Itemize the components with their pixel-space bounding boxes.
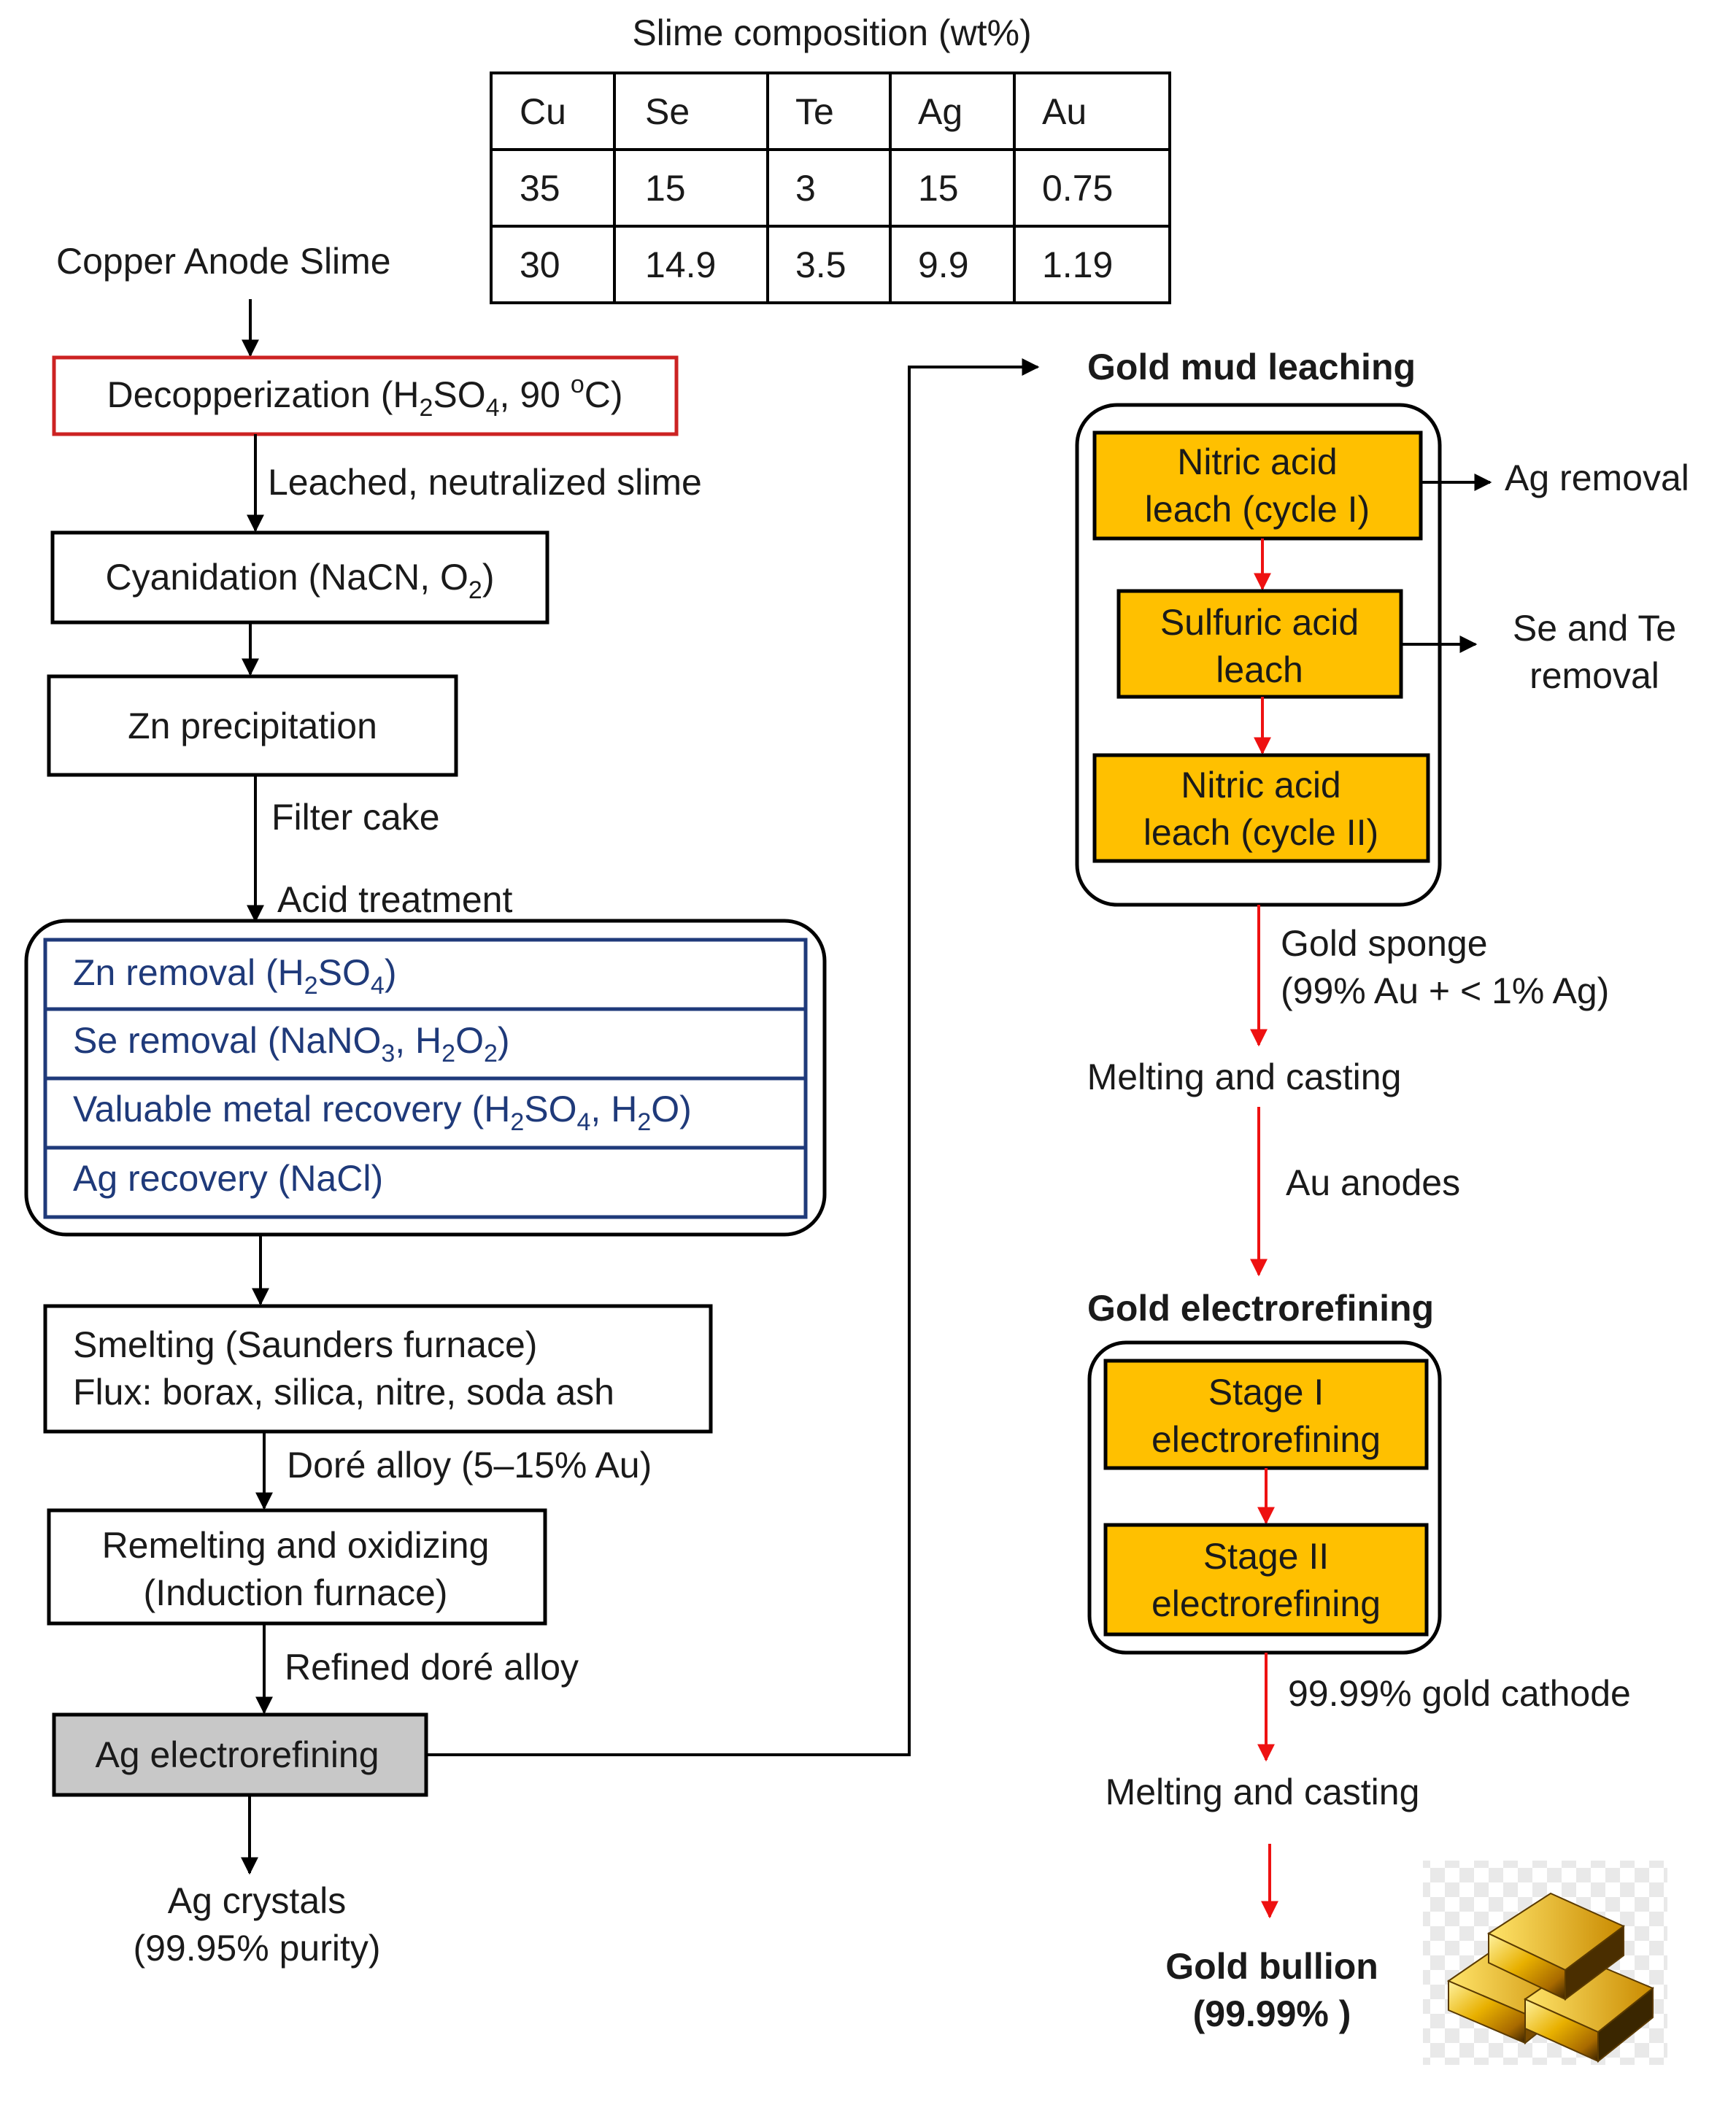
gold-bullion-line2: (99.99% ) [1193,1993,1351,2034]
zn-removal-label: Zn removal (H2SO4) [73,952,396,1000]
cyanidation-label: Cyanidation (NaCN, O2) [106,557,495,604]
decopperization-box [52,355,679,436]
cyanidation-box [50,530,549,625]
nitric-acid-cycle2-line2: leach (cycle II) [1143,812,1378,853]
gold-sponge-line2: (99% Au + < 1% Ag) [1281,970,1609,1011]
composition-table: Slime composition (wt%) Cu Se Te Ag Au 3… [490,12,1171,304]
table-header-te: Te [795,91,834,132]
table-cell: 9.9 [918,244,969,285]
sulfuric-acid-line1: Sulfuric acid [1160,602,1359,643]
edge-label-acid-treatment: Acid treatment [277,879,512,920]
stage2-box [1103,1523,1429,1637]
table-cell: 0.75 [1042,168,1113,209]
smelting-box [43,1304,713,1434]
remelting-label-line1: Remelting and oxidizing [102,1525,490,1566]
nitric-acid-cycle1-line1: Nitric acid [1177,441,1337,482]
table-header-cu: Cu [520,91,566,132]
table-header-se: Se [645,91,690,132]
gold-bars-image [1423,1861,1667,2065]
smelting-label-line2: Flux: borax, silica, nitre, soda ash [73,1372,614,1413]
decopperization-label: Decopperization (H2SO4, 90 oC) [107,371,622,422]
table-header-au: Au [1042,91,1087,132]
stage1-box [1103,1359,1429,1470]
smelting-label-line1: Smelting (Saunders furnace) [73,1324,537,1365]
nitric-acid-cycle2-box [1092,753,1430,863]
table-cell: 30 [520,244,560,285]
gold-sponge-line1: Gold sponge [1281,923,1488,964]
edge-label-dore: Doré alloy (5–15% Au) [287,1445,652,1486]
input-label: Copper Anode Slime [56,241,391,282]
ag-crystals-line2: (99.95% purity) [133,1928,380,1969]
table-cell: 15 [645,168,686,209]
zn-precipitation-label: Zn precipitation [128,706,377,746]
table-cell: 14.9 [645,244,716,285]
edge-label-filter-cake: Filter cake [271,797,440,838]
nitric-acid-cycle1-line2: leach (cycle I) [1145,489,1370,530]
table-cell: 1.19 [1042,244,1113,285]
se-te-removal-line2: removal [1529,655,1659,696]
ag-electrorefining-box [52,1712,428,1797]
sulfuric-acid-line2: leach [1216,649,1303,690]
ag-removal-label: Ag removal [1505,457,1689,498]
au-anodes-label: Au anodes [1286,1162,1460,1203]
stage2-line2: electrorefining [1151,1583,1381,1624]
ag-electrorefining-label: Ag electrorefining [95,1734,379,1775]
ag-crystals-line1: Ag crystals [168,1880,347,1921]
nitric-acid-cycle2-line1: Nitric acid [1181,765,1340,806]
ag-recovery-label: Ag recovery (NaCl) [73,1158,383,1199]
melting-casting-2: Melting and casting [1106,1772,1420,1812]
se-te-removal-line1: Se and Te [1513,608,1676,649]
table-cell: 35 [520,168,560,209]
table-header-ag: Ag [918,91,962,132]
edge-label-leached: Leached, neutralized slime [268,462,702,503]
table-title: Slime composition (wt%) [632,12,1031,53]
zn-removal-box [43,938,808,1011]
table-cell: 3 [795,168,816,209]
table-cell: 15 [918,168,959,209]
gold-bullion-line1: Gold bullion [1165,1946,1378,1987]
melting-casting-1: Melting and casting [1087,1057,1402,1097]
gold-cathode-label: 99.99% gold cathode [1288,1673,1631,1714]
gold-electrorefining-title: Gold electrorefining [1087,1288,1434,1329]
ag-recovery-box [43,1146,808,1219]
edge-label-refined-dore: Refined doré alloy [285,1647,579,1688]
remelting-box [47,1508,547,1626]
valuable-metal-box [43,1076,808,1150]
remelting-label-line2: (Induction furnace) [144,1572,448,1613]
stage1-line1: Stage I [1208,1372,1324,1413]
zn-precipitation-box [47,674,458,777]
gold-mud-title: Gold mud leaching [1087,347,1416,387]
stage1-line2: electrorefining [1151,1419,1381,1460]
connector-to-gold-mud [426,358,1040,1756]
table-cell: 3.5 [795,244,846,285]
se-removal-label: Se removal (NaNO3, H2O2) [73,1020,510,1067]
table-border [490,72,1171,304]
stage2-line1: Stage II [1203,1536,1329,1577]
se-removal-box [43,1007,808,1081]
sulfuric-acid-box [1116,589,1403,699]
valuable-metal-label: Valuable metal recovery (H2SO4, H2O) [73,1089,692,1136]
nitric-acid-cycle1-box [1092,430,1423,541]
